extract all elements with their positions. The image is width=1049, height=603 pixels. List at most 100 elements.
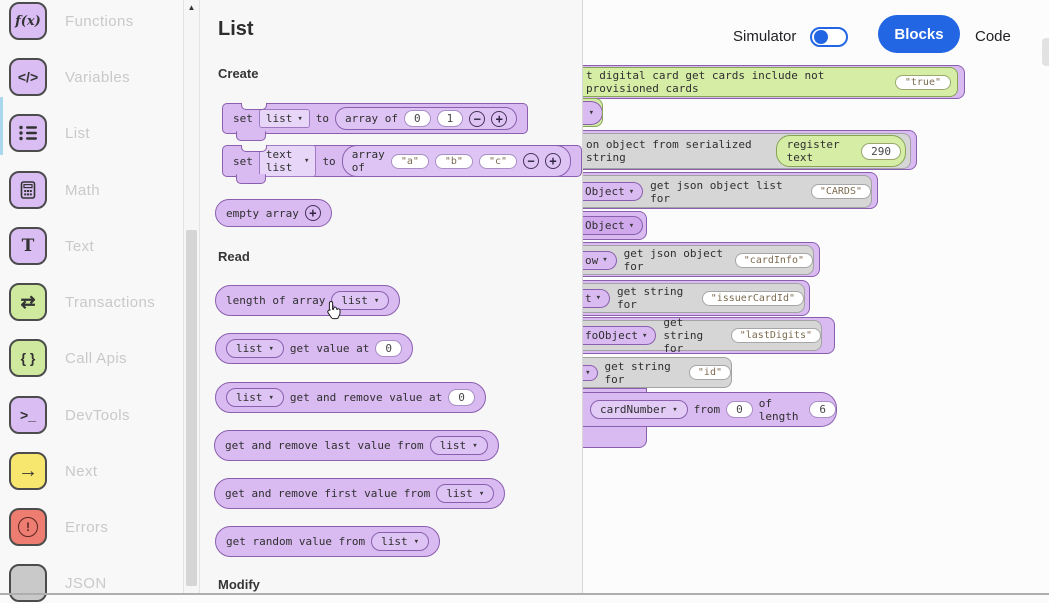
add-item-button[interactable]: +	[304, 205, 321, 221]
sidebar-item-transactions[interactable]: ⇄ Transactions	[0, 282, 183, 322]
sidebar-item-call-apis[interactable]: { } Call Apis	[0, 338, 183, 378]
remove-item-button[interactable]: −	[469, 110, 486, 127]
row-dropdown[interactable]: ow ▾	[583, 250, 617, 270]
sidebar-item-label: Text	[65, 237, 95, 255]
sidebar-item-json[interactable]: JSON	[0, 563, 183, 603]
dropdown-arrow-icon: ▾	[672, 404, 678, 415]
dropdown-arrow-icon: ▾	[472, 440, 478, 451]
dropdown-field[interactable]: ▾	[583, 101, 602, 125]
sidebar-item-errors[interactable]: ! Errors	[0, 507, 183, 547]
cardnumber-dropdown[interactable]: cardNumber ▾	[590, 400, 688, 419]
sidebar-item-math[interactable]: Math	[0, 170, 183, 210]
workspace-scrollbar-thumb[interactable]	[1042, 38, 1049, 66]
block-get-value-at[interactable]: list ▾ get value at 0	[215, 333, 414, 364]
block-json-from-serialized[interactable]: on object from serialized string registe…	[583, 133, 911, 169]
block-set-list[interactable]: set list ▾ to array of 0 1 − +	[222, 102, 529, 141]
calculator-icon	[9, 171, 47, 209]
list-dropdown[interactable]: list ▾	[429, 436, 488, 455]
code-button[interactable]: Code	[975, 28, 1011, 45]
flyout-title: List	[218, 18, 254, 40]
variable-dropdown[interactable]: text list ▾	[258, 145, 317, 177]
block-green-stub[interactable]: ▾	[583, 98, 603, 127]
add-item-button[interactable]: +	[545, 153, 561, 169]
list-dropdown[interactable]: list ▾	[331, 291, 390, 310]
sidebar-item-label: Call Apis	[65, 349, 127, 367]
active-category-indicator	[0, 97, 3, 155]
block-empty-array[interactable]: empty array +	[215, 199, 332, 227]
block-get-digital-cards[interactable]: t digital card get cards include not pro…	[583, 67, 958, 97]
dropdown-arrow-icon: ▾	[628, 220, 635, 231]
sidebar-item-list[interactable]: List	[0, 113, 183, 153]
list-dropdown[interactable]: list ▾	[371, 532, 429, 551]
object-dropdown[interactable]: ▾	[583, 364, 598, 381]
nested-register-text-block[interactable]: register text 290	[775, 135, 906, 167]
value-input[interactable]: "CARDS"	[810, 184, 871, 199]
section-create: Create	[218, 66, 259, 81]
length-input[interactable]: 6	[809, 401, 836, 418]
block-set-text-list[interactable]: set text list ▾ to array of "a" "b" "c" …	[222, 144, 582, 184]
index-input[interactable]: 0	[375, 340, 403, 357]
array-item-input[interactable]: "c"	[478, 153, 517, 169]
block-substring[interactable]: cardNumber ▾ from 0 of length 6	[583, 392, 837, 427]
block-get-json-object-for[interactable]: ow ▾ get json object for "cardInfo"	[583, 245, 814, 275]
variables-icon: </>	[9, 58, 47, 96]
block-get-string-id[interactable]: ▾ get string for "id"	[583, 357, 732, 388]
scroll-up-arrow-icon[interactable]: ▲	[187, 3, 196, 12]
dropdown-arrow-icon: ▾	[585, 367, 591, 378]
value-input[interactable]: "lastDigits"	[730, 328, 821, 343]
sidebar-item-text[interactable]: T Text	[0, 226, 183, 266]
sidebar-item-devtools[interactable]: >_ DevTools	[0, 395, 183, 435]
value-input[interactable]: "id"	[688, 365, 731, 380]
sidebar-item-label: Variables	[65, 68, 131, 86]
blocks-button[interactable]: Blocks	[878, 15, 960, 53]
sidebar-item-label: DevTools	[65, 406, 130, 424]
value-input[interactable]: "true"	[894, 74, 951, 90]
index-input[interactable]: 0	[448, 389, 475, 406]
functions-icon: f(x)	[9, 2, 47, 40]
block-get-remove-last[interactable]: get and remove last value from list ▾	[214, 430, 499, 461]
scrollbar-thumb[interactable]	[186, 230, 197, 586]
value-input[interactable]: "issuerCardId"	[701, 290, 804, 306]
list-dropdown[interactable]: list ▾	[436, 484, 495, 503]
start-input[interactable]: 0	[726, 401, 753, 418]
dropdown-arrow-icon: ▾	[602, 255, 608, 265]
block-get-json-object-list[interactable]: Object ▾ get json object list for "CARDS…	[583, 175, 872, 208]
block-length-of-array[interactable]: length of array list ▾	[215, 285, 401, 316]
section-modify: Modify	[218, 577, 260, 592]
object-dropdown[interactable]: foObject ▾	[583, 326, 657, 345]
object-dropdown[interactable]: Object ▾	[583, 216, 644, 235]
sidebar-item-label: List	[65, 124, 90, 142]
dropdown-arrow-icon: ▾	[595, 293, 602, 303]
block-get-remove-first[interactable]: get and remove first value from list ▾	[214, 478, 506, 509]
arrow-right-icon: →	[9, 452, 47, 490]
array-item-input[interactable]: 0	[404, 110, 431, 127]
block-object-stub[interactable]: Object ▾	[583, 211, 647, 240]
block-get-random[interactable]: get random value from list ▾	[215, 526, 440, 557]
value-input[interactable]: "cardInfo"	[734, 252, 813, 268]
block-get-string-lastdigits[interactable]: foObject ▾ get string for "lastDigits"	[583, 316, 822, 355]
block-get-remove-value-at[interactable]: list ▾ get and remove value at 0	[215, 382, 486, 413]
dropdown-arrow-icon: ▾	[588, 108, 594, 118]
hand-cursor-icon	[325, 300, 343, 326]
sidebar-item-functions[interactable]: f(x) Functions	[0, 1, 183, 41]
array-item-input[interactable]: "a"	[390, 153, 429, 169]
variable-dropdown[interactable]: list ▾	[258, 109, 310, 128]
object-dropdown[interactable]: Object ▾	[583, 182, 644, 201]
block-get-string-issuer[interactable]: t ▾ get string for "issuerCardId"	[583, 283, 805, 313]
list-dropdown[interactable]: list ▾	[226, 339, 284, 358]
array-item-input[interactable]: 1	[436, 110, 464, 127]
sidebar-item-variables[interactable]: </> Variables	[0, 57, 183, 97]
simulator-toggle[interactable]	[810, 27, 848, 47]
array-item-input[interactable]: "b"	[434, 153, 473, 169]
value-input[interactable]: 290	[861, 142, 901, 160]
sidebar-item-label: Transactions	[65, 293, 156, 311]
error-icon: !	[9, 508, 47, 546]
sidebar-item-label: Functions	[65, 12, 134, 30]
dropdown-arrow-icon: ▾	[628, 186, 635, 197]
list-dropdown[interactable]: list ▾	[226, 388, 284, 407]
sidebar-item-next[interactable]: → Next	[0, 451, 183, 491]
add-item-button[interactable]: +	[491, 110, 508, 127]
object-dropdown[interactable]: t ▾	[583, 288, 611, 308]
dropdown-arrow-icon: ▾	[304, 156, 310, 166]
remove-item-button[interactable]: −	[523, 153, 539, 169]
